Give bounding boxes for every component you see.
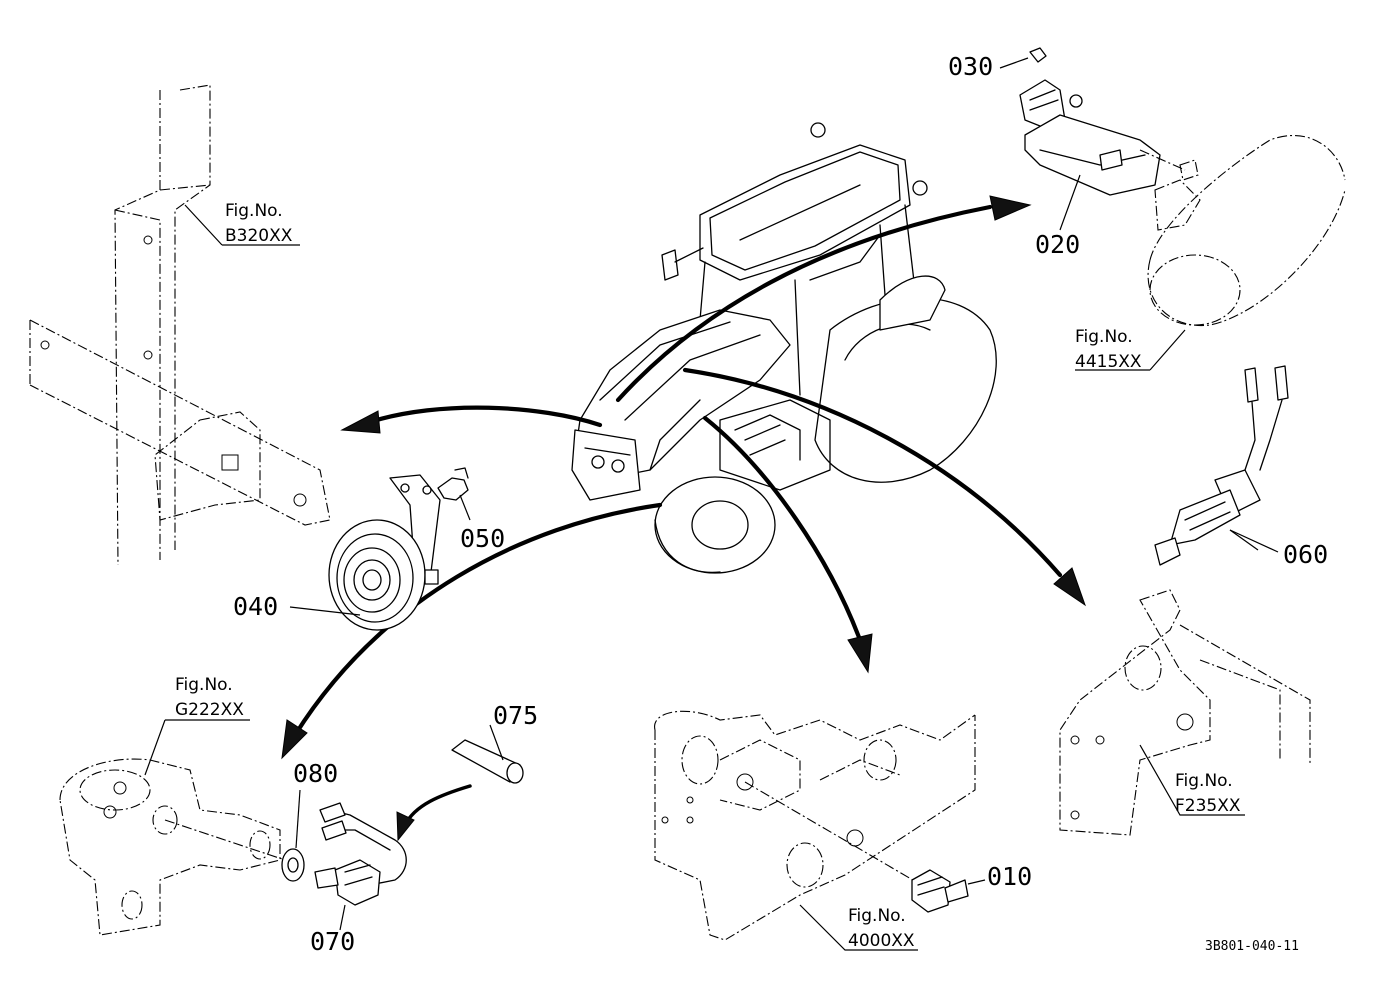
flow-arrows: [281, 195, 1086, 760]
fig-b320-label: Fig.No.: [225, 201, 283, 221]
fig-f235-number: F235XX: [1175, 796, 1241, 816]
tractor-illustration: [571, 122, 997, 574]
part-040-label: 040: [233, 592, 278, 621]
fig-4415-number: 4415XX: [1075, 352, 1142, 372]
part-070-label: 070: [310, 927, 355, 956]
fig-4000-label: Fig.No.: [848, 906, 906, 926]
frame-bracket-assembly: [29, 84, 331, 566]
bolt-030-part: [999, 47, 1047, 69]
fig-f235-label: Fig.No.: [1175, 771, 1233, 791]
part-010-label: 010: [987, 862, 1032, 891]
part-050-label: 050: [460, 524, 505, 553]
engine-block-4000-assembly: [654, 710, 976, 951]
washer-080-part: [281, 789, 305, 882]
horn-part: [328, 474, 441, 631]
sensor-020-part: [1019, 79, 1161, 231]
bolt-050-part: [437, 467, 471, 521]
bracket-f235-assembly: [1059, 589, 1311, 836]
engine-bracket-g222-assembly: [59, 719, 301, 936]
fig-4000-number: 4000XX: [848, 931, 915, 951]
part-020-label: 020: [1035, 230, 1080, 259]
drawing-code: 3B801-040-11: [1205, 939, 1299, 954]
switch-060-part: [1154, 365, 1289, 566]
air-cleaner-assembly: [1075, 135, 1346, 371]
part-080-label: 080: [293, 759, 338, 788]
part-075-label: 075: [493, 701, 538, 730]
sensor-070-part: [314, 802, 407, 931]
figure-reference-labels: Fig.No. B320XX Fig.No. 4415XX Fig.No. G2…: [175, 201, 1241, 951]
part-030-label: 030: [948, 52, 993, 81]
fig-4415-label: Fig.No.: [1075, 327, 1133, 347]
pressure-switch-010-part: [911, 869, 986, 913]
tube-075-part: [396, 724, 524, 842]
part-number-labels: 030 020 050 040 060 075 080 070 010: [233, 52, 1328, 956]
fig-b320-number: B320XX: [225, 226, 293, 246]
part-060-label: 060: [1283, 540, 1328, 569]
fig-g222-number: G222XX: [175, 700, 244, 720]
fig-g222-label: Fig.No.: [175, 675, 233, 695]
